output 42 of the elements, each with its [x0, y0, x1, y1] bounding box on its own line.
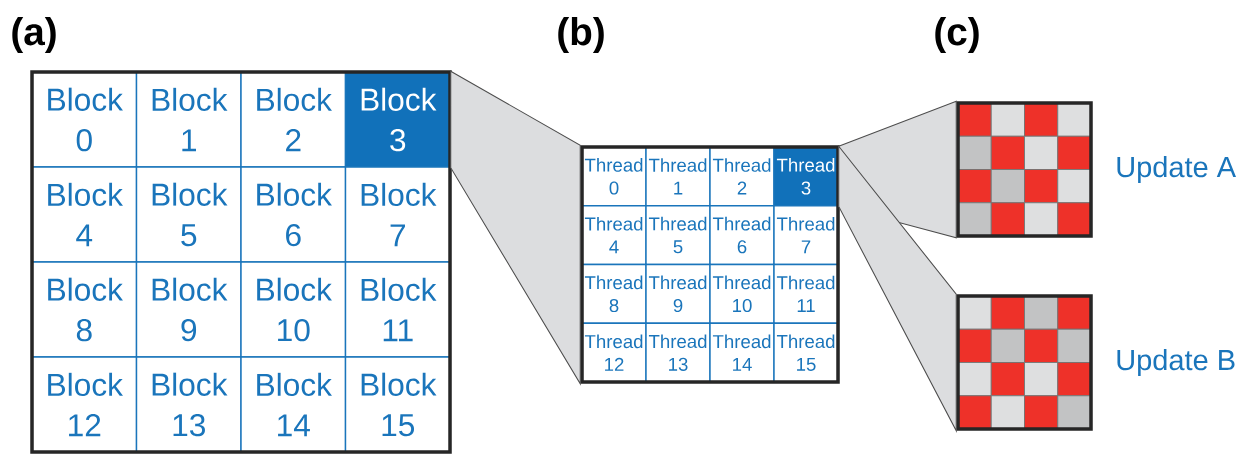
grid-cell: Block 12	[31, 356, 138, 453]
grid-cell: Thread 7	[773, 205, 839, 266]
grid-cell: Thread 12	[581, 322, 647, 383]
grid-cell: Block 2	[240, 71, 347, 168]
grid-cell: Block 11	[344, 261, 451, 358]
grid-cell: Block 9	[135, 261, 242, 358]
grid-cell: Thread 4	[581, 205, 647, 266]
panel-label: (c)	[935, 16, 979, 53]
grid-cell: Block 0	[31, 71, 138, 168]
checkerboard-drawing	[956, 294, 1093, 431]
grid-cell: Thread 8	[581, 263, 647, 324]
grid-cell: Thread 13	[645, 322, 711, 383]
grid-cell: Thread 14	[709, 322, 775, 383]
grid-frame	[30, 70, 452, 454]
grid-cell: Thread 6	[709, 205, 775, 266]
grid-cell: Thread 11	[773, 263, 839, 324]
grid-cell: Block 15	[344, 356, 451, 453]
side-label: Update A	[1117, 156, 1236, 183]
grid-cell: Block 4	[31, 166, 138, 263]
panel-label: (a)	[12, 16, 56, 53]
grid-cell: Thread 2	[709, 146, 775, 207]
grid-cell: Block 7	[344, 166, 451, 263]
grid-cell: Block 6	[240, 166, 347, 263]
grid-cell: Block 1	[135, 71, 242, 168]
zoom-wedge	[450, 70, 581, 386]
grid-cell: Thread 0	[581, 146, 647, 207]
grid-cell: Block 8	[31, 261, 138, 358]
grid-cell: Block 13	[135, 356, 242, 453]
grid-cell: Thread 1	[645, 146, 711, 207]
grid-cell: Block 5	[135, 166, 242, 263]
grid-cell: Thread 3	[773, 146, 839, 207]
grid-frame	[580, 145, 840, 384]
grid-cell: Block 10	[240, 261, 347, 358]
grid-cell: Thread 15	[773, 322, 839, 383]
panel-label: (b)	[558, 16, 604, 53]
checkerboard-drawing	[956, 101, 1093, 238]
grid-cell: Thread 10	[709, 263, 775, 324]
grid-cell: Thread 9	[645, 263, 711, 324]
grid-cell: Thread 5	[645, 205, 711, 266]
grid-cell: Block 3	[344, 71, 451, 168]
grid-cell: Block 14	[240, 356, 347, 453]
side-label: Update B	[1117, 349, 1235, 376]
